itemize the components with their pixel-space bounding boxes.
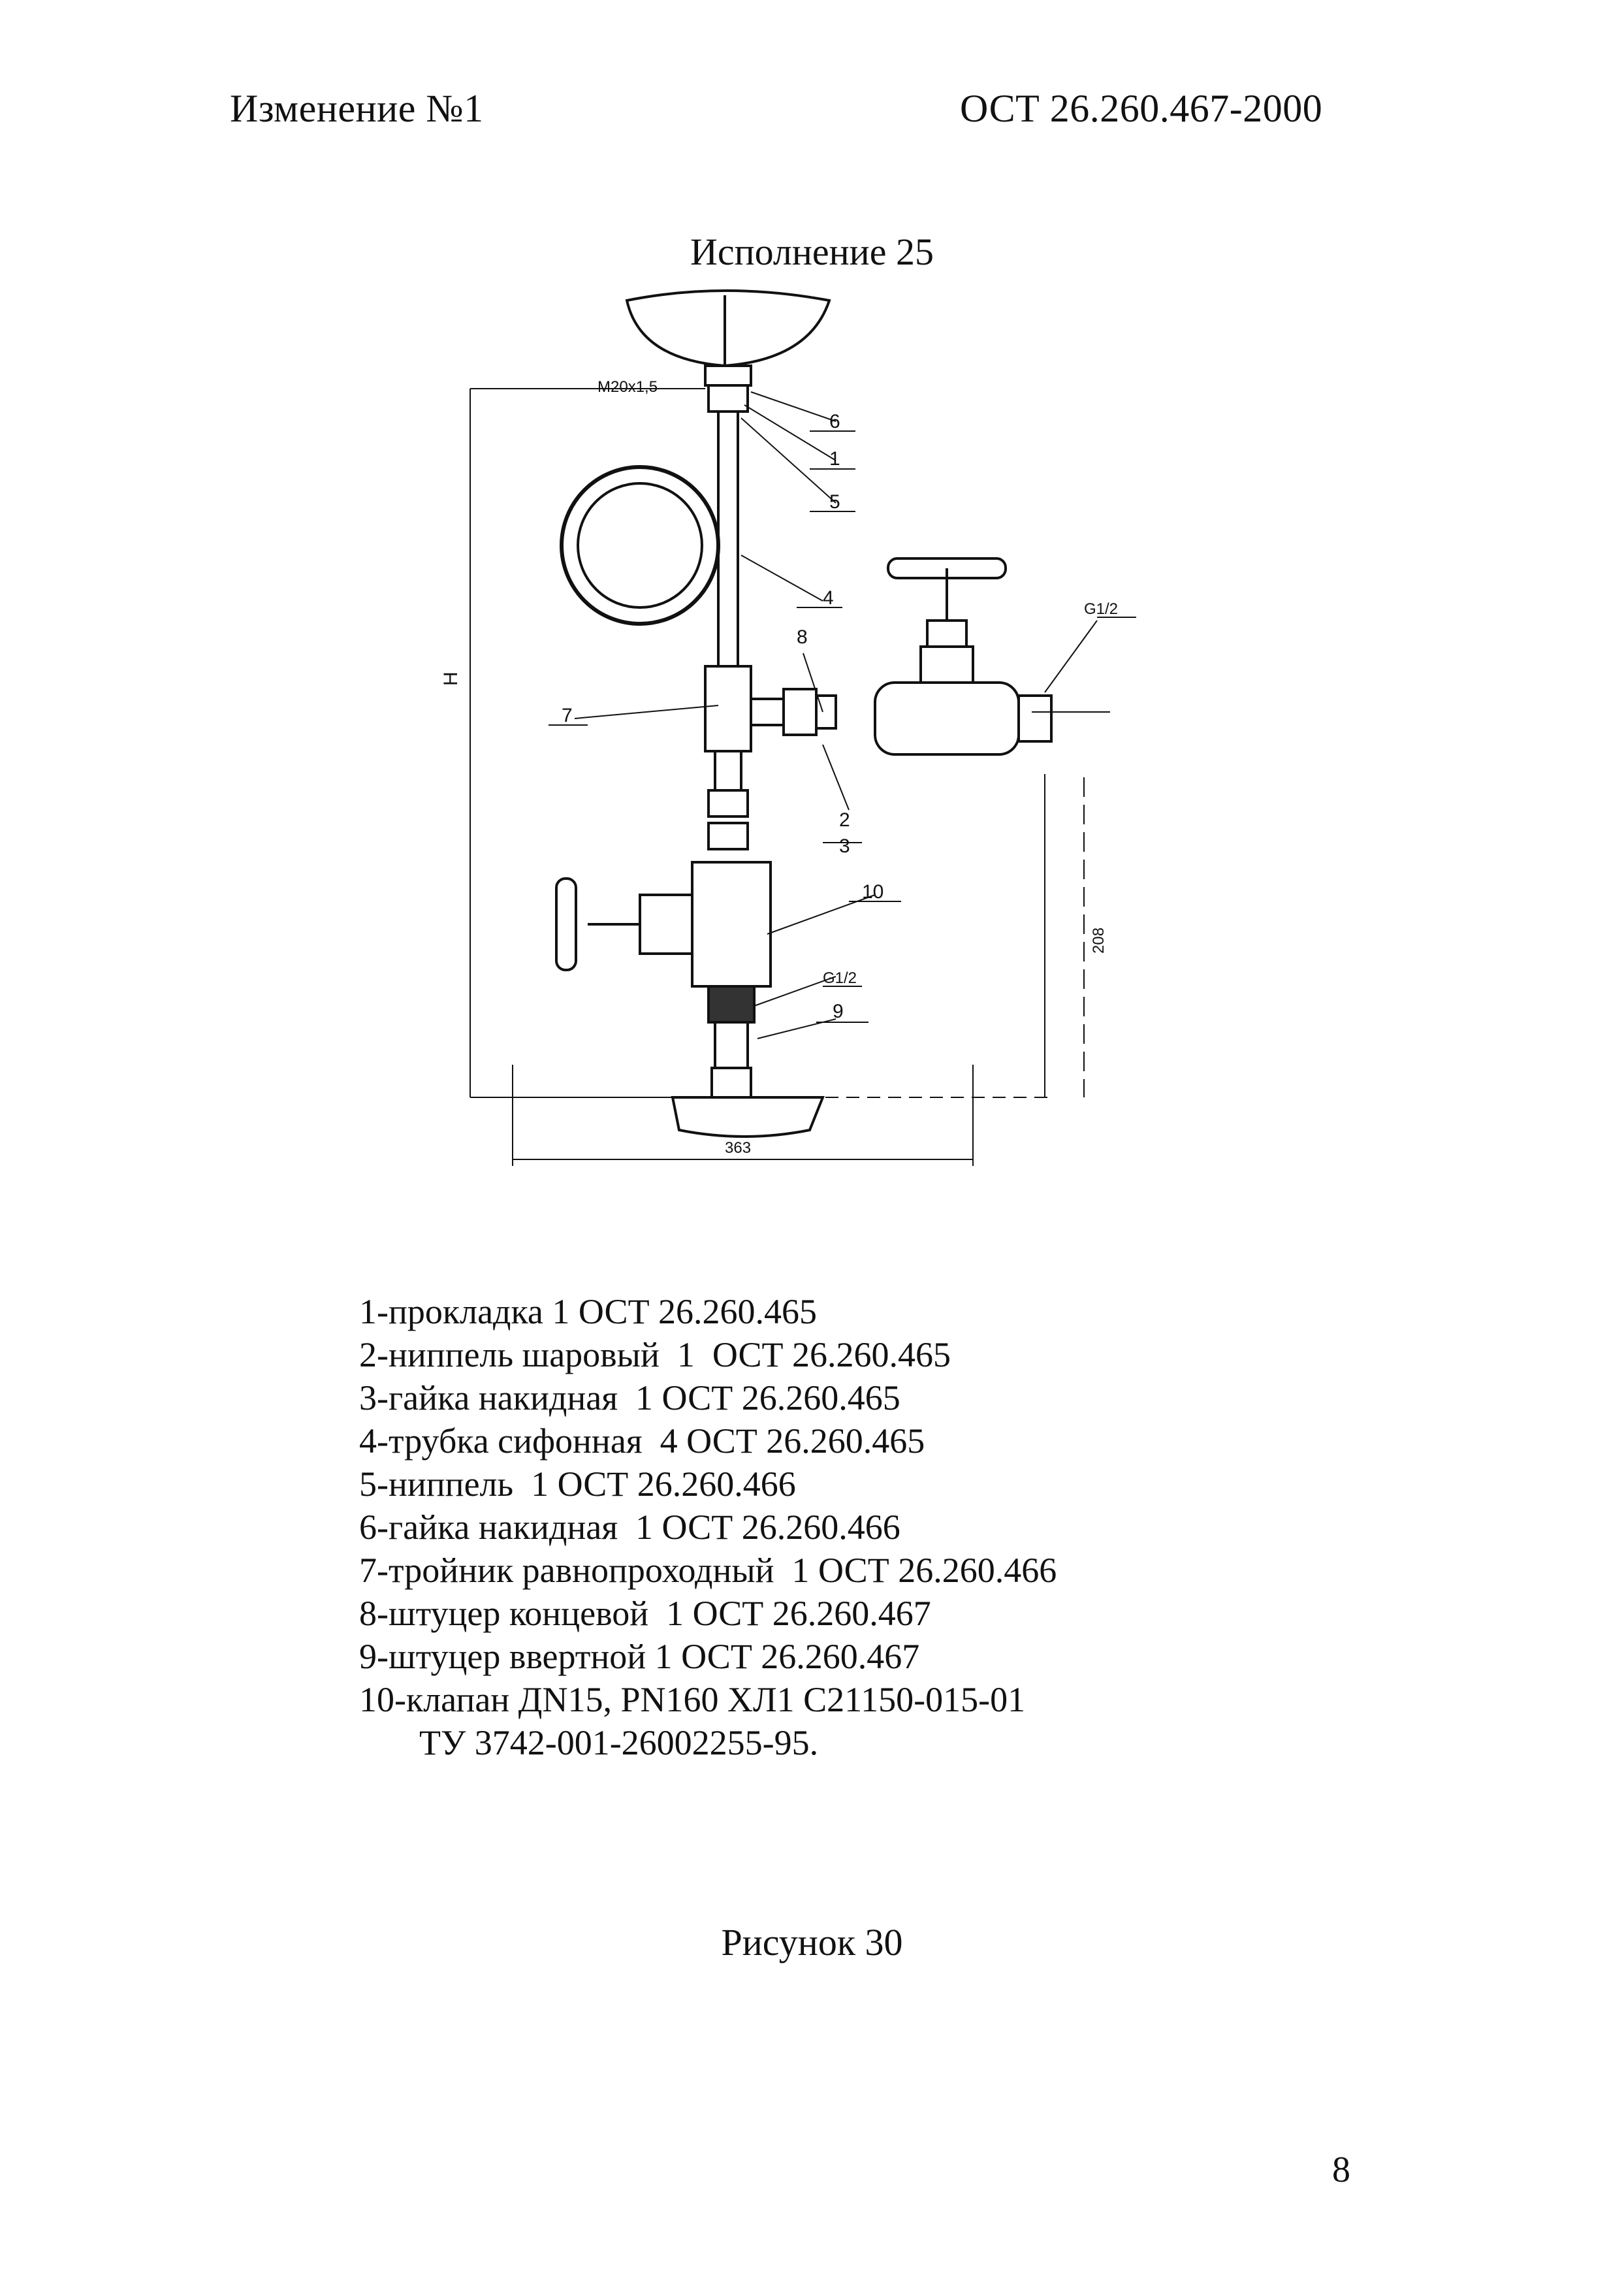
parts-list-continuation: ТУ 3742-001-26002255-95. <box>419 1723 819 1762</box>
siphon-coil-icon <box>560 465 720 626</box>
parts-list-item: 5-ниппель 1 ОСТ 26.260.466 <box>359 1464 796 1504</box>
document-change-label: Изменение №1 <box>230 87 484 130</box>
callout-6: 6 <box>829 411 840 432</box>
technical-drawing: M20x1,5 6 1 5 4 8 7 2 3 10 9 G1/2 G1/2 H… <box>418 287 1162 1189</box>
right-valve-body <box>874 681 1020 756</box>
parts-list-item: 8-штуцер концевой 1 ОСТ 26.260.467 <box>359 1594 931 1633</box>
parts-list-item: 6-гайка накидная 1 ОСТ 26.260.466 <box>359 1508 900 1547</box>
parts-list-item: 7-тройник равнопроходный 1 ОСТ 26.260.46… <box>359 1551 1057 1590</box>
callout-9: 9 <box>833 1001 844 1022</box>
dim-363-label: 363 <box>725 1139 751 1157</box>
parts-list-item: 1-прокладка 1 ОСТ 26.260.465 <box>359 1292 818 1331</box>
right-valve-handle <box>887 557 1007 579</box>
dim-h-label: H <box>440 671 462 686</box>
page-number: 8 <box>1332 2150 1350 2190</box>
parts-list-item: 2-ниппель шаровый 1 ОСТ 26.260.465 <box>359 1335 951 1374</box>
callout-8: 8 <box>797 626 808 648</box>
parts-list-item: 3-гайка накидная 1 ОСТ 26.260.465 <box>359 1378 900 1417</box>
parts-list-item: 4-трубка сифонная 4 ОСТ 26.260.465 <box>359 1421 925 1461</box>
parts-list-item: 9-штуцер ввертной 1 ОСТ 26.260.467 <box>359 1637 920 1676</box>
dim-208-label: 208 <box>1090 928 1107 954</box>
parts-list-item: 10-клапан ДN15, PN160 ХЛ1 С21150-015-01 <box>359 1680 1026 1719</box>
callout-5: 5 <box>829 491 840 513</box>
thread-label-right: G1/2 <box>1084 600 1118 618</box>
callout-7: 7 <box>562 705 573 726</box>
variant-title: Исполнение 25 <box>690 231 934 273</box>
callout-3: 3 <box>839 835 850 857</box>
callout-10: 10 <box>862 881 884 903</box>
parts-list: 1-прокладка 1 ОСТ 26.260.465 2-ниппель ш… <box>359 1290 1273 1764</box>
drawing-svg: M20x1,5 6 1 5 4 8 7 2 3 10 9 G1/2 G1/2 H… <box>440 289 1136 1166</box>
callout-4: 4 <box>823 587 834 609</box>
callout-1: 1 <box>829 448 840 470</box>
callout-2: 2 <box>839 809 850 831</box>
thread-label-top: M20x1,5 <box>597 378 658 396</box>
tee-7-shape <box>704 665 752 752</box>
nut-6-shape <box>704 364 752 387</box>
valve-10-handle <box>555 877 577 971</box>
standard-number: ОСТ 26.260.467-2000 <box>960 87 1323 130</box>
gauge-top-icon <box>625 289 831 368</box>
valve-10-body <box>691 861 772 988</box>
figure-caption: Рисунок 30 <box>721 1921 903 1963</box>
thread-label-bottom: G1/2 <box>823 969 857 987</box>
